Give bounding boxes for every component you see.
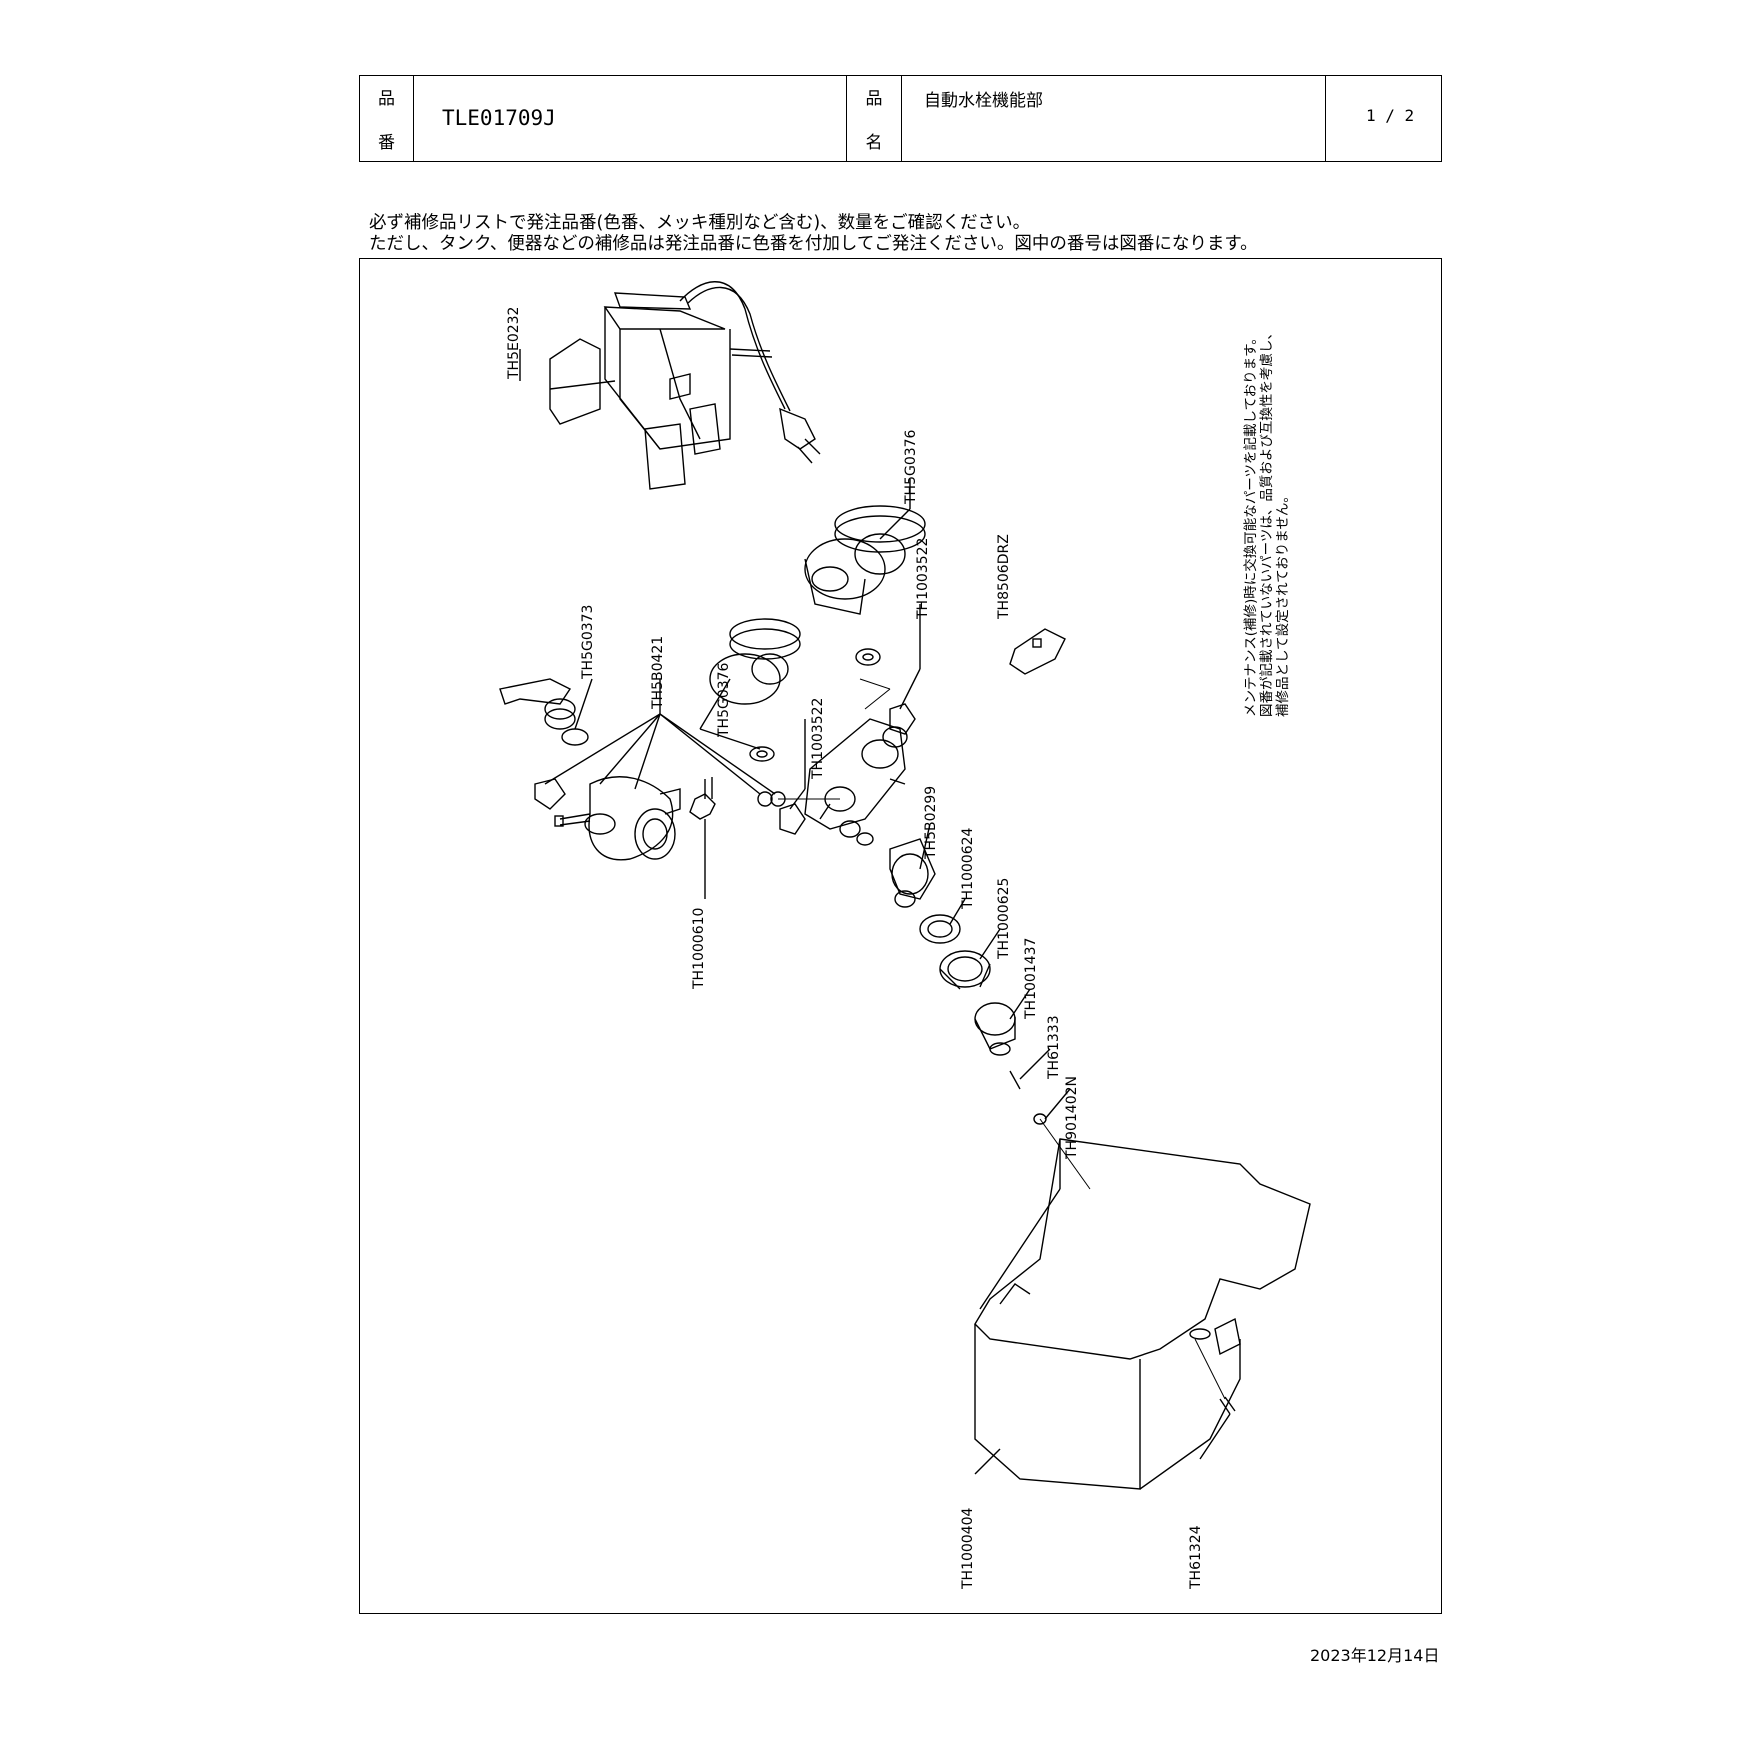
leader-p2: [879, 508, 911, 540]
o-ring-upper: [855, 648, 881, 666]
leader-p1: [549, 380, 616, 390]
part-label-TH1000624: TH1000624: [960, 827, 976, 910]
side-note-line-3: 補修品として設定されておりません。: [1275, 489, 1291, 717]
screw-61324: [1219, 1396, 1236, 1415]
o-ring-spout: [561, 728, 589, 746]
side-note-line-2: 図番が記載されていないパーツは、品質および互換性を考慮し、: [1258, 326, 1275, 717]
part-label-TH1001437: TH1001437: [1023, 938, 1039, 1020]
notice-line-1: 必ず補修品リストで発注品番(色番、メッキ種別など含む)、数量をご確認ください。: [369, 213, 1031, 233]
central-manifold: [804, 718, 908, 846]
notice-line-2: ただし、タンク、便器などの補修品は発注品番に色番を付加してご発注ください。図中の…: [369, 234, 1258, 254]
part-label-TH5G0373: TH5G0373: [580, 605, 596, 680]
part-label-TH61333: TH61333: [1046, 1015, 1062, 1080]
housing-cover-part: [974, 1138, 1311, 1490]
issue-date: 2023年12月14日: [1310, 1646, 1440, 1665]
page-cell: 1 / 2: [1326, 76, 1441, 161]
screw-61333: [1009, 1070, 1021, 1090]
hinban-label-char-1: 品: [378, 89, 395, 109]
drawing-frame: メンテナンス(補修)時に交換可能なパーツを記載しております。 図番が記載されてい…: [359, 258, 1442, 1614]
spout-fitting-part: [499, 678, 589, 746]
part-label-TH5B0421: TH5B0421: [650, 636, 666, 710]
cartridge-stack: [889, 838, 1047, 1125]
exploded-parts-diagram: メンテナンス(補修)時に交換可能なパーツを記載しております。 図番が記載されてい…: [499, 281, 1311, 1590]
hinmei-value-cell: 自動水栓機能部: [902, 76, 1326, 161]
part-label-TH1000625: TH1000625: [996, 878, 1012, 960]
part-label-TH61324: TH61324: [1188, 1525, 1204, 1590]
hinban-label-cell: 品 番: [360, 76, 414, 161]
hinmei-label-cell: 品 名: [847, 76, 902, 161]
key-tool-part: [1009, 628, 1066, 675]
valve-body-left: [534, 776, 786, 861]
product-name: 自動水栓機能部: [924, 91, 1043, 111]
part-label-TH5G0376-b: TH5G0376: [716, 662, 732, 738]
hinban-label-char-2: 番: [378, 133, 395, 153]
cap-901402N: [1033, 1113, 1047, 1125]
side-note-line-1: メンテナンス(補修)時に交換可能なパーツを記載しております。: [1242, 331, 1259, 717]
part-label-TH1000404: TH1000404: [960, 1507, 976, 1590]
o-ring-small-1: [757, 791, 773, 807]
o-ring-left: [749, 746, 775, 762]
part-label-TH1003522-a: TH1003522: [915, 538, 931, 620]
title-block: 品 番 TLE01709J 品 名 自動水栓機能部 1 / 2: [359, 75, 1442, 162]
solenoid-valve-left: [709, 618, 806, 835]
hinmei-label-char-2: 名: [865, 133, 883, 153]
hinmei-label-char-1: 品: [865, 89, 883, 109]
ring-1000625: [919, 914, 961, 944]
hinban-value-cell: TLE01709J: [414, 76, 847, 161]
part-label-TH8506DRZ: TH8506DRZ: [996, 534, 1012, 620]
part-label-TH5G0376-a: TH5G0376: [903, 429, 919, 505]
part-label-TH5B0299: TH5B0299: [923, 786, 939, 860]
part-label-TH5E0232: TH5E0232: [506, 307, 522, 380]
clip-part: [689, 793, 716, 820]
page-number: 1 / 2: [1366, 106, 1415, 125]
part-label-TH901402N: TH901402N: [1064, 1076, 1080, 1160]
part-label-TH1000610: TH1000610: [691, 908, 707, 990]
product-number: TLE01709J: [442, 106, 556, 130]
controller-box-part: [549, 281, 821, 490]
